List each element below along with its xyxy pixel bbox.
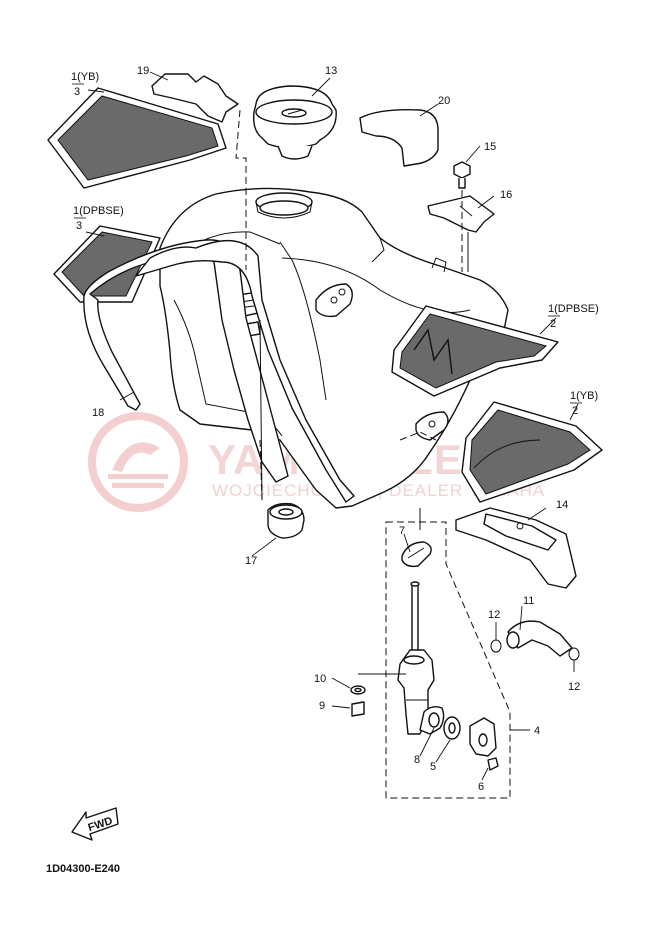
callout-main: 1(YB) xyxy=(570,390,598,402)
label-18: 18 xyxy=(92,407,104,419)
part-20-damper xyxy=(359,108,439,167)
callout-yb-left: 1(YB) 3 xyxy=(71,71,99,98)
part-19-emblem xyxy=(149,71,239,123)
callout-main: 1(YB) xyxy=(71,71,99,83)
part-12-clip-a xyxy=(490,639,502,653)
callout-sub: 3 xyxy=(74,86,80,98)
part-4-fuel-cock xyxy=(397,581,445,735)
callout-yb-right: 1(YB) 2 xyxy=(570,390,598,417)
callout-sub: 2 xyxy=(572,405,578,417)
label-19: 19 xyxy=(137,65,149,77)
part-18-seal-strip xyxy=(83,239,355,503)
part-number-labels: 19 13 20 15 16 18 17 14 7 11 12 12 10 9 … xyxy=(92,65,580,793)
part-9-screw xyxy=(351,701,365,717)
fwd-arrow-icon: FWD xyxy=(71,807,119,841)
callout-sub: 3 xyxy=(76,220,82,232)
diagram-code: 1D04300-E240 xyxy=(46,863,120,875)
part-13-fuel-cap xyxy=(252,85,337,160)
label-7: 7 xyxy=(399,525,405,537)
label-10: 10 xyxy=(314,673,326,685)
label-9: 9 xyxy=(319,700,325,712)
label-17: 17 xyxy=(245,555,257,567)
label-20: 20 xyxy=(438,95,450,107)
label-12b: 12 xyxy=(568,681,580,693)
callout-main: 1(DPBSE) xyxy=(548,303,599,315)
label-12a: 12 xyxy=(488,609,500,621)
callout-sub: 2 xyxy=(550,318,556,330)
decal-dpbse-right xyxy=(391,305,559,397)
label-6: 6 xyxy=(478,781,484,793)
part-14-bracket xyxy=(455,507,577,589)
leader-lines xyxy=(85,77,579,781)
part-11-hose xyxy=(506,620,573,657)
part-16-bracket xyxy=(427,190,495,272)
decal-yb-right xyxy=(461,401,603,503)
part-7-gasket xyxy=(401,541,432,568)
label-16: 16 xyxy=(500,189,512,201)
part-10-washer xyxy=(350,685,366,695)
callout-dpbse-left: 1(DPBSE) 3 xyxy=(73,205,124,232)
label-11: 11 xyxy=(523,595,534,607)
part-17-grommet xyxy=(259,319,305,539)
part-5-o-ring xyxy=(443,716,461,740)
watermark-logo-icon xyxy=(88,412,188,512)
label-8: 8 xyxy=(414,754,420,766)
decal-dpbse-left xyxy=(53,225,161,303)
callout-dpbse-right: 1(DPBSE) 2 xyxy=(548,303,599,330)
label-15: 15 xyxy=(484,141,496,153)
label-14: 14 xyxy=(556,499,568,511)
assembly-box xyxy=(385,521,511,799)
part-12-clip-b xyxy=(568,647,580,661)
label-5: 5 xyxy=(430,761,436,773)
callout-main: 1(DPBSE) xyxy=(73,205,124,217)
part-6-plate xyxy=(469,717,499,771)
label-13: 13 xyxy=(325,65,337,77)
part-15-bolt xyxy=(453,161,471,189)
label-4: 4 xyxy=(534,725,540,737)
decal-yb-left xyxy=(47,87,227,189)
